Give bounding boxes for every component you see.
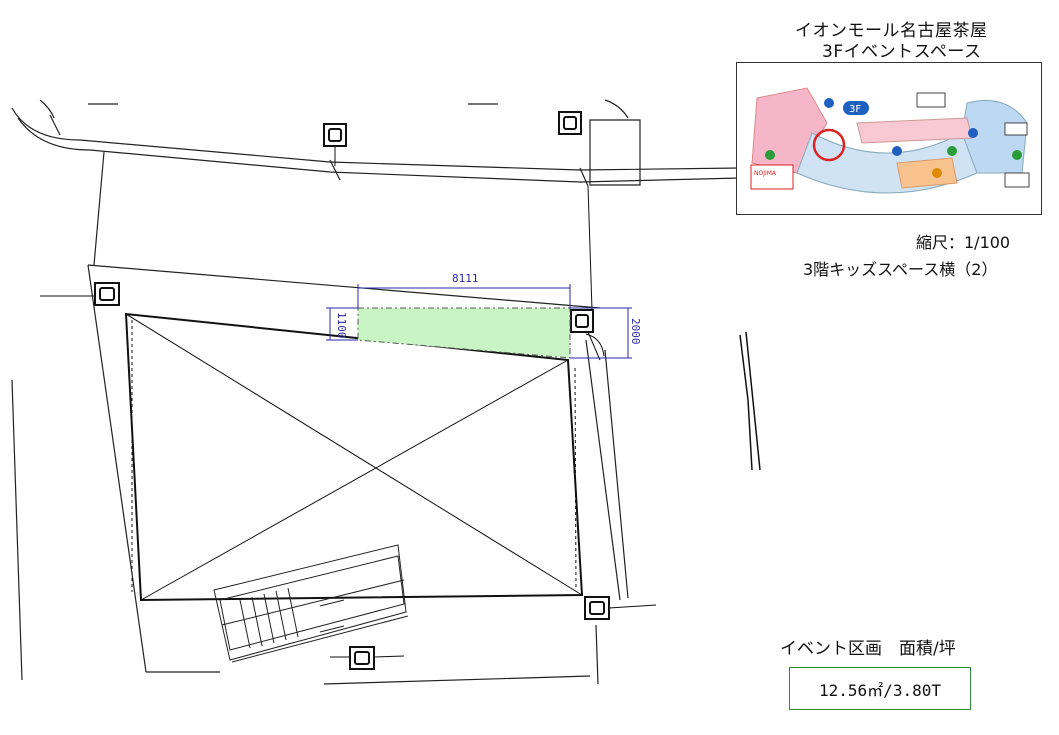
- mall-title: イオンモール名古屋茶屋: [795, 21, 988, 41]
- door-swing: [585, 331, 605, 361]
- inset-map-drawing: 3F NOJIMA: [750, 87, 1030, 194]
- dimension-lines: [326, 284, 632, 359]
- outer-boundary: [11, 151, 629, 685]
- column-markers: [94, 111, 610, 670]
- area-value-box: 12.56㎡/3.80T: [789, 667, 971, 710]
- dim-left-depth-label: 1100: [335, 312, 348, 339]
- top-wall: [11, 99, 741, 187]
- inset-floor-badge: 3F: [849, 104, 861, 115]
- event-area: [357, 307, 571, 359]
- void-box: [124, 312, 584, 602]
- right-edge-lines: [739, 331, 761, 471]
- inset-floor-map: 3F NOJIMA: [736, 62, 1042, 215]
- area-caption: イベント区画 面積/坪: [780, 639, 956, 659]
- escalators: [213, 544, 409, 663]
- area-value: 12.56㎡/3.80T: [819, 680, 941, 700]
- dim-width-label: 8111: [452, 272, 479, 285]
- location-label: 3階キッズスペース横（2）: [803, 260, 998, 279]
- event-space-title: 3Fイベントスペース: [822, 42, 982, 62]
- inset-shop-label: NOJIMA: [754, 170, 777, 177]
- column-leaders: [40, 146, 657, 658]
- dim-right-depth-label: 2000: [629, 318, 642, 345]
- scale-label: 縮尺：1/100: [916, 233, 1011, 252]
